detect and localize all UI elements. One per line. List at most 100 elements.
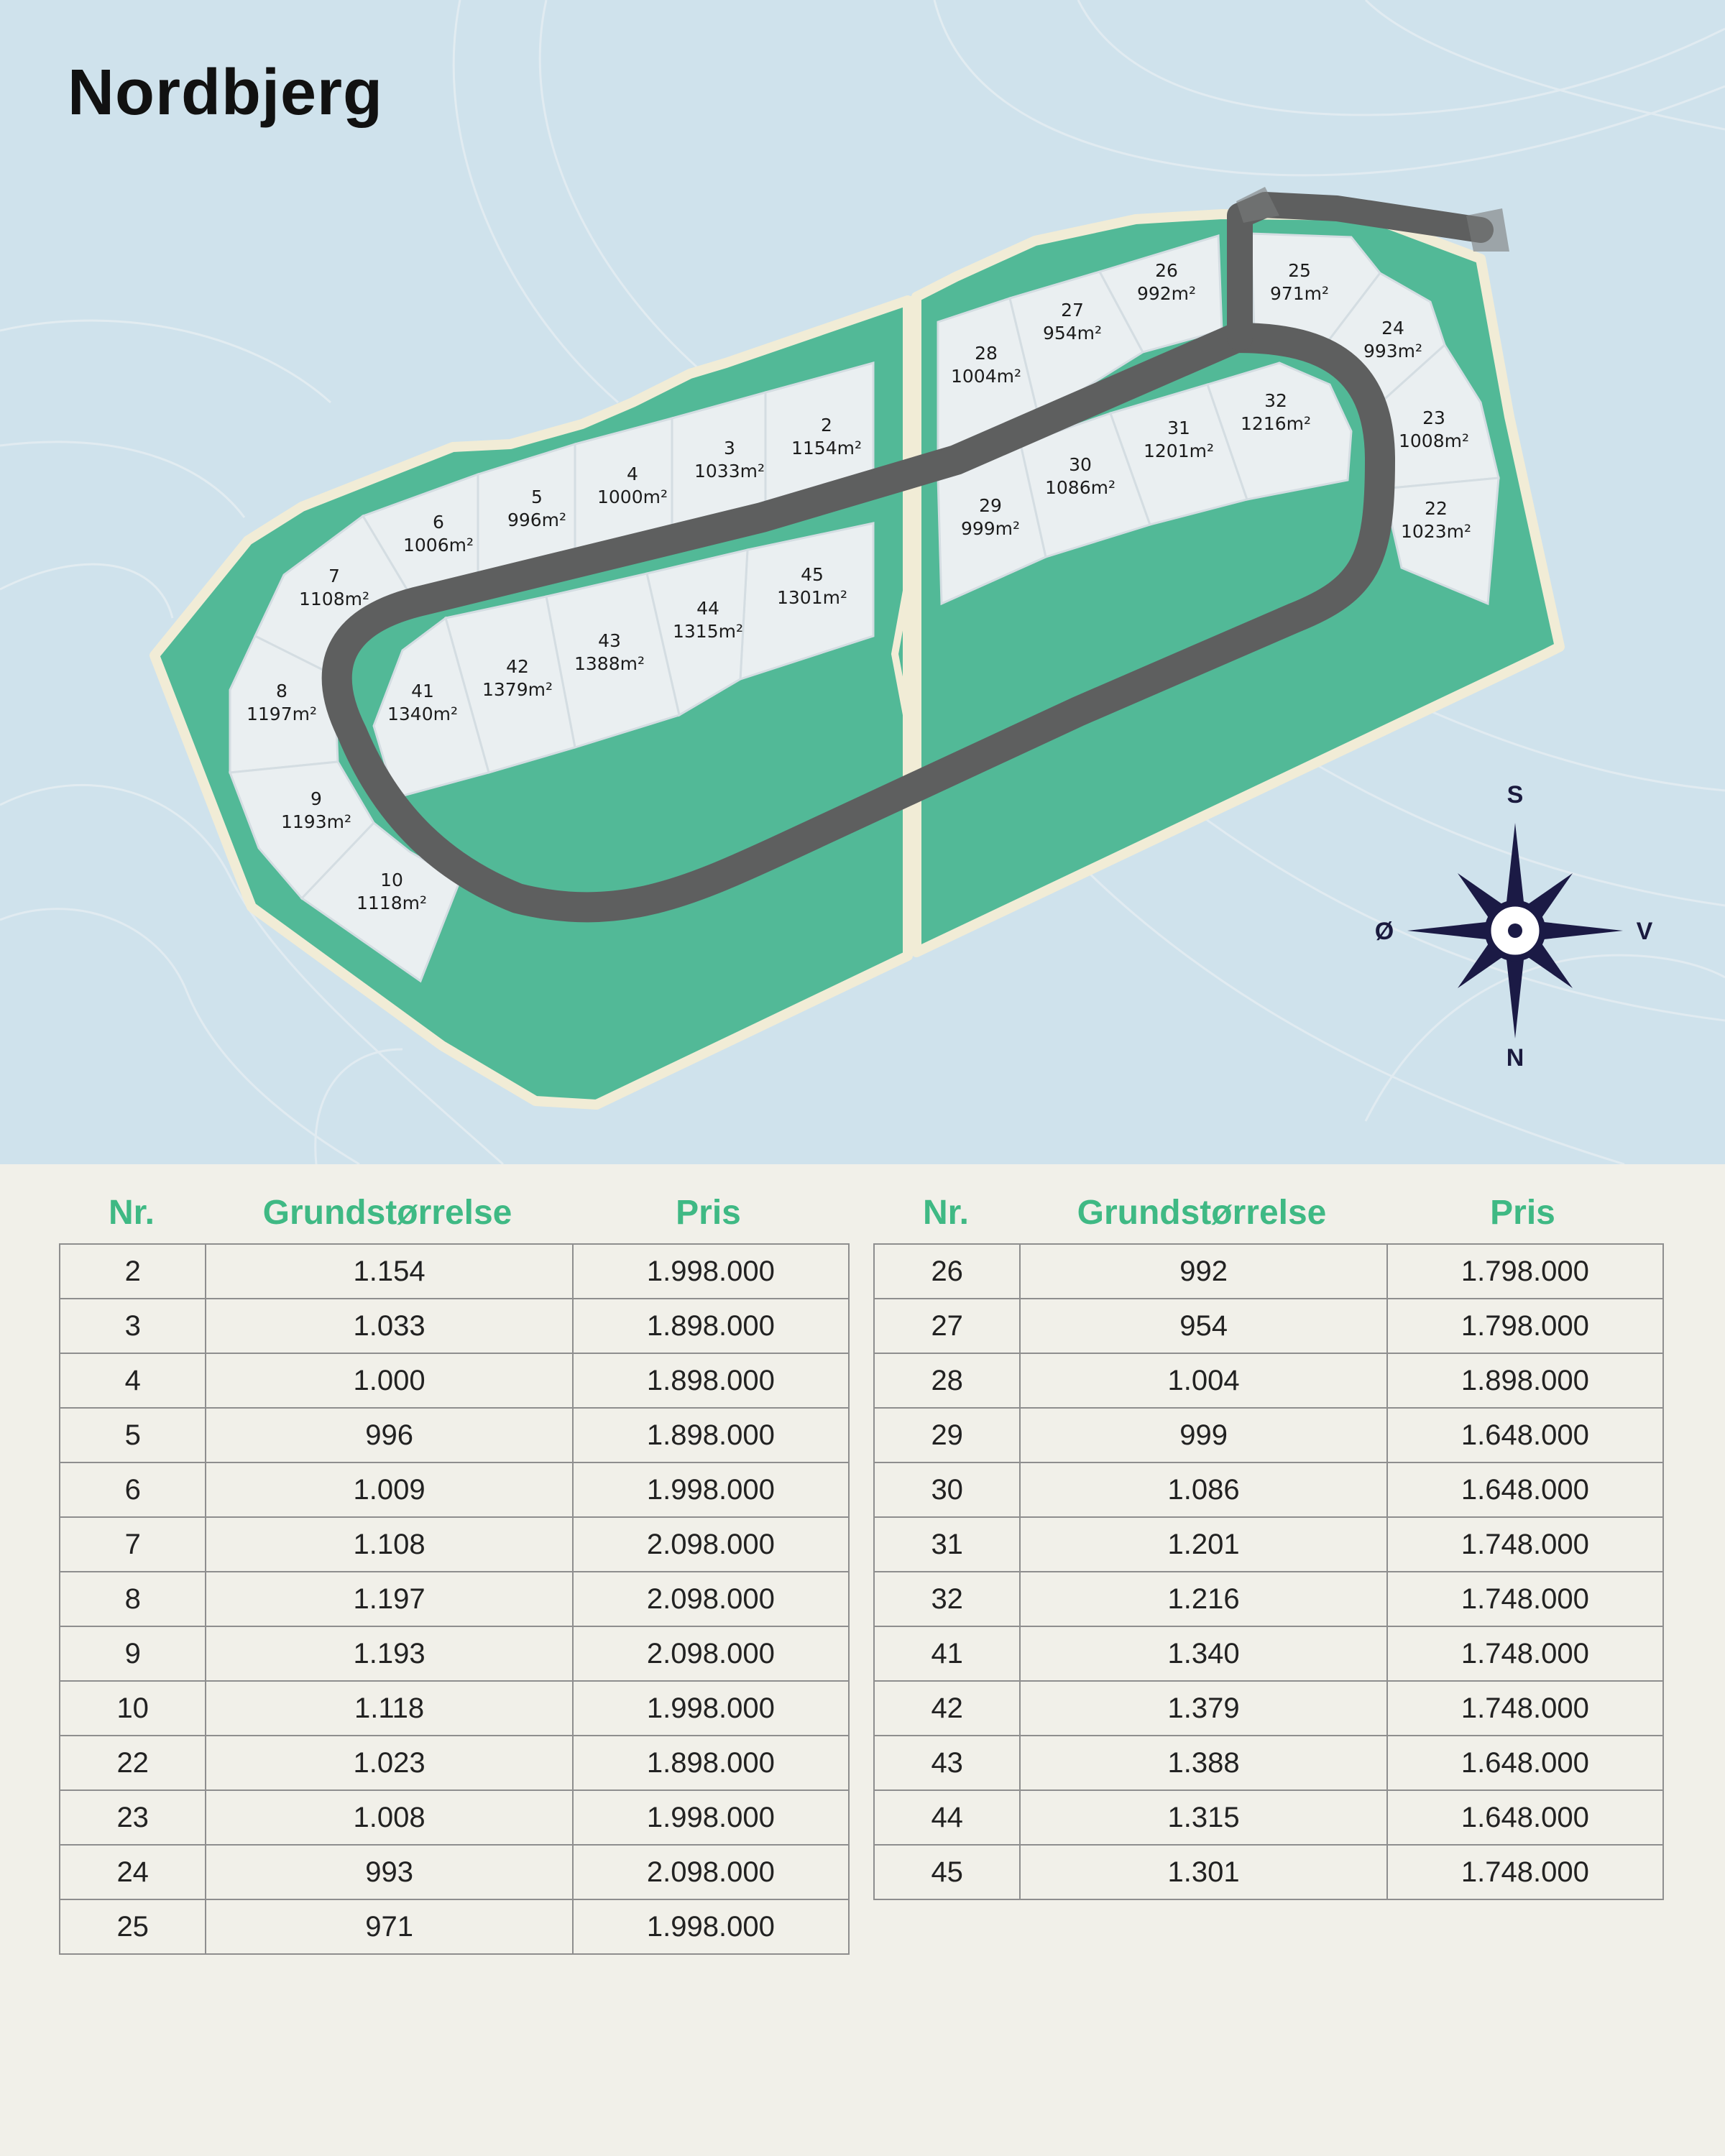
cell-nr: 30 — [873, 1462, 1021, 1518]
lots-right-lower — [937, 361, 1353, 606]
lot-number-label: 5 — [531, 487, 543, 507]
cell-price: 1.798.000 — [1386, 1298, 1665, 1354]
lot-number-label: 8 — [276, 681, 288, 701]
compass-label-top: S — [1507, 781, 1524, 808]
lot-number-label: 7 — [328, 566, 340, 586]
cell-price: 1.998.000 — [571, 1789, 850, 1846]
lot-area-label: 1023m² — [1401, 521, 1471, 542]
lot-number-label: 25 — [1288, 260, 1311, 281]
lot-area-label: 1033m² — [694, 461, 765, 482]
cell-price: 1.798.000 — [1386, 1243, 1665, 1299]
lot-area-label: 1193m² — [281, 811, 351, 832]
lot-area-label: 996m² — [507, 510, 566, 530]
cell-price: 1.998.000 — [571, 1462, 850, 1518]
lot-number-label: 26 — [1155, 260, 1178, 281]
cell-size: 992 — [1019, 1243, 1388, 1299]
cell-size: 1.023 — [205, 1735, 574, 1791]
cell-price: 1.998.000 — [571, 1243, 850, 1299]
cell-nr: 23 — [58, 1789, 207, 1846]
lot-number-label: 43 — [598, 630, 621, 651]
road-loop-left — [321, 323, 1395, 923]
lot-area-label: 1004m² — [951, 366, 1021, 387]
cell-nr: 31 — [873, 1516, 1021, 1572]
lot-41[interactable] — [372, 616, 490, 799]
lots-left-upper — [228, 361, 875, 983]
cell-price: 2.098.000 — [571, 1844, 850, 1900]
cell-nr: 29 — [873, 1407, 1021, 1463]
lot-area-label: 1118m² — [356, 893, 427, 913]
cell-price: 1.998.000 — [571, 1680, 850, 1736]
cell-price: 1.998.000 — [571, 1899, 850, 1955]
cell-price: 1.648.000 — [1386, 1735, 1665, 1791]
cell-price: 1.748.000 — [1386, 1626, 1665, 1682]
cell-nr: 42 — [873, 1680, 1021, 1736]
lot-area-label: 1154m² — [791, 438, 862, 459]
lot-number-label: 2 — [821, 415, 832, 436]
cell-size: 1.388 — [1019, 1735, 1388, 1791]
lot-area-label: 1201m² — [1144, 441, 1214, 461]
lot-number-label: 42 — [506, 656, 529, 677]
lot-area-label: 1197m² — [247, 704, 317, 724]
lot-22[interactable] — [1382, 476, 1500, 606]
cell-size: 1.201 — [1019, 1516, 1388, 1572]
lot-number-label: 45 — [801, 564, 824, 585]
lot-area-label: 999m² — [961, 518, 1020, 539]
cell-nr: 9 — [58, 1626, 207, 1682]
table-right-header: Nr. Grundstørrelse Pris — [873, 1193, 1664, 1265]
cell-nr: 6 — [58, 1462, 207, 1518]
lot-number-label: 28 — [975, 343, 998, 364]
header-nr: Nr. — [108, 1194, 155, 1232]
lot-area-label: 971m² — [1270, 283, 1329, 304]
lot-number-label: 22 — [1425, 498, 1448, 519]
page-title: Nordbjerg — [68, 57, 384, 129]
cell-nr: 5 — [58, 1407, 207, 1463]
cell-nr: 10 — [58, 1680, 207, 1736]
lot-area-label: 1086m² — [1045, 477, 1116, 498]
lots-left-lower — [372, 522, 875, 799]
cell-price: 2.098.000 — [571, 1626, 850, 1682]
cell-nr: 45 — [873, 1844, 1021, 1900]
road-exit-fade — [1466, 208, 1509, 252]
contour-lines — [0, 0, 1725, 1164]
lot-area-label: 1008m² — [1399, 430, 1469, 451]
road-connector — [1227, 192, 1494, 351]
cell-size: 1.315 — [1019, 1789, 1388, 1846]
lot-area-label: 1388m² — [574, 653, 645, 674]
lot-number-label: 10 — [380, 870, 403, 890]
cell-nr: 28 — [873, 1353, 1021, 1409]
lot-area-label: 1216m² — [1241, 413, 1311, 434]
compass-arm-east — [1407, 922, 1486, 939]
table-left-header: Nr. Grundstørrelse Pris — [59, 1193, 850, 1265]
cell-size: 1.379 — [1019, 1680, 1388, 1736]
lot-32[interactable] — [1206, 361, 1353, 501]
cell-size: 1.193 — [205, 1626, 574, 1682]
cell-size: 1.118 — [205, 1680, 574, 1736]
cell-nr: 41 — [873, 1626, 1021, 1682]
cell-size: 993 — [205, 1844, 574, 1900]
compass-label-left: Ø — [1375, 918, 1394, 945]
header-size: Grundstørrelse — [1077, 1194, 1327, 1232]
cell-size: 971 — [205, 1899, 574, 1955]
lot-number-label: 4 — [627, 464, 638, 484]
lot-number-label: 3 — [724, 438, 735, 459]
